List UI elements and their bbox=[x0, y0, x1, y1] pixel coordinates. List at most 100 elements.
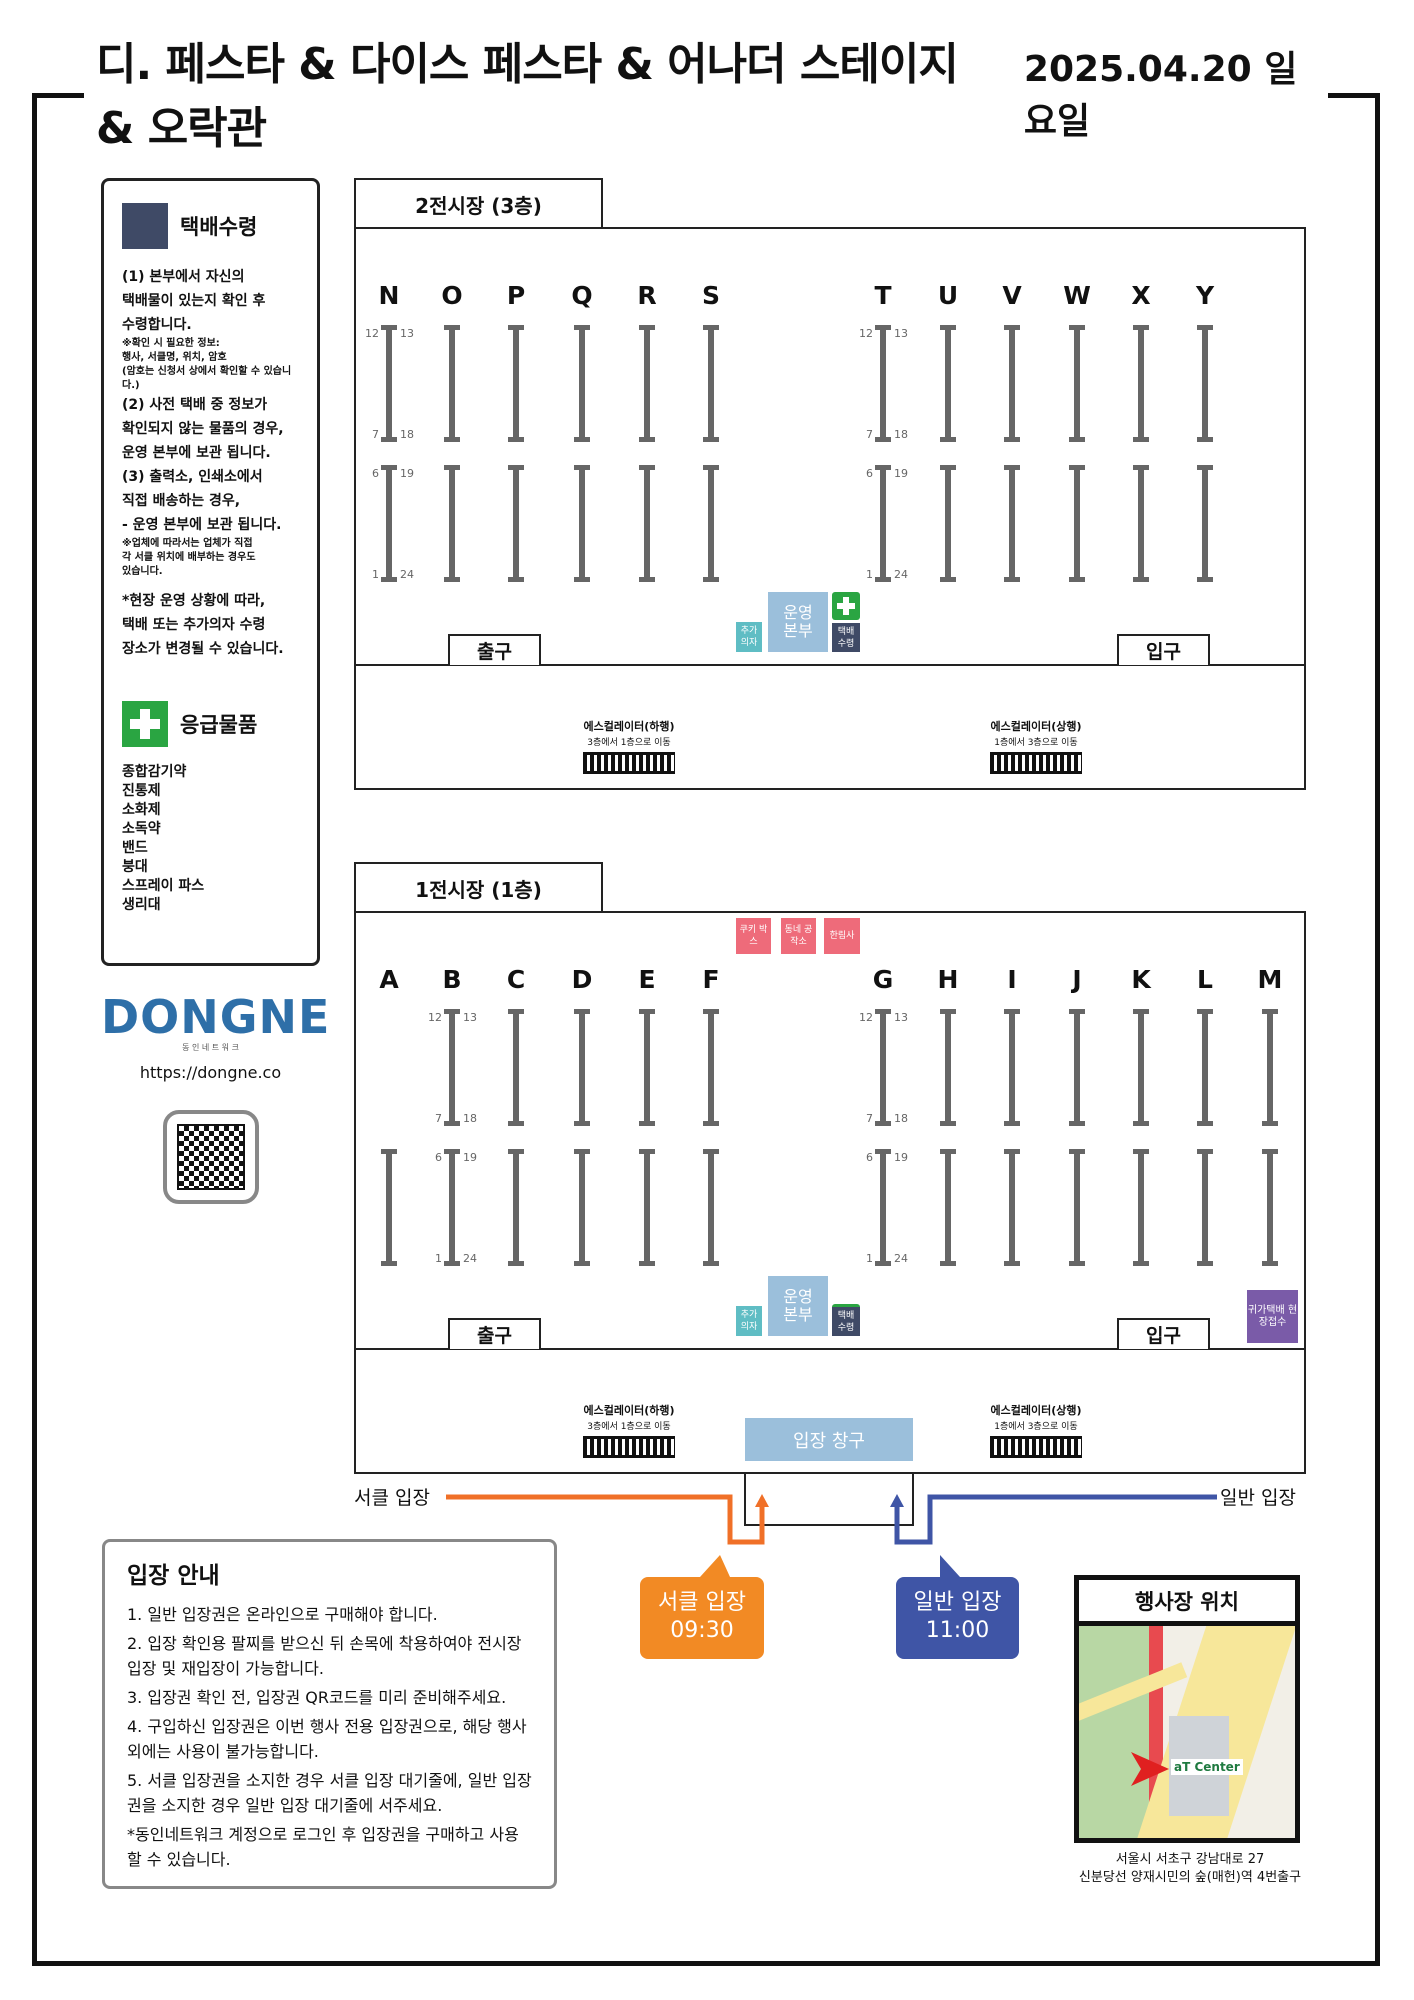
booth-row-H[interactable] bbox=[940, 1149, 956, 1266]
bar-cap bbox=[703, 1009, 719, 1014]
guide-item: 3. 입장권 확인 전, 입장권 QR코드를 미리 준비해주세요. bbox=[127, 1688, 507, 1707]
bar-cap bbox=[875, 325, 891, 330]
booth-row-U[interactable] bbox=[940, 325, 956, 442]
booth-row-N[interactable] bbox=[381, 325, 397, 442]
bar-cap bbox=[940, 1009, 956, 1014]
booth-row-L[interactable] bbox=[1197, 1149, 1213, 1266]
first-aid-icon bbox=[122, 701, 168, 747]
booth-row-E[interactable] bbox=[639, 1009, 655, 1126]
location-map[interactable]: aT Center bbox=[1079, 1626, 1295, 1838]
pickup-line: 수령합니다. bbox=[122, 317, 192, 333]
booth-row-T[interactable] bbox=[875, 325, 891, 442]
booth-row-X[interactable] bbox=[1133, 465, 1149, 582]
pickup-line: 각 서클 위치에 배부하는 경우도 bbox=[122, 552, 256, 563]
map-label: aT Center bbox=[1171, 1759, 1243, 1775]
seat-number: 7 bbox=[435, 1112, 442, 1125]
escalator-icon[interactable] bbox=[583, 752, 675, 774]
booth-row-P[interactable] bbox=[508, 325, 524, 442]
booth-row-R[interactable] bbox=[639, 465, 655, 582]
seat-number: 6 bbox=[372, 467, 379, 480]
booth-row-D[interactable] bbox=[574, 1009, 590, 1126]
booth-row-C[interactable] bbox=[508, 1009, 524, 1126]
booth-row-J[interactable] bbox=[1069, 1009, 1085, 1126]
qr-code[interactable] bbox=[163, 1110, 259, 1204]
seat-number: 18 bbox=[894, 1112, 908, 1125]
column-label-G: G bbox=[872, 965, 894, 994]
seat-number: 6 bbox=[435, 1151, 442, 1164]
exit-door[interactable]: 출구 bbox=[448, 634, 541, 665]
guide-item: *동인네트워크 계정으로 로그인 후 입장권을 구매하고 사용할 수 있습니다. bbox=[127, 1825, 519, 1869]
booth-row-O[interactable] bbox=[444, 325, 460, 442]
booth-row-C[interactable] bbox=[508, 1149, 524, 1266]
bar-cap bbox=[639, 1149, 655, 1154]
booth-row-A[interactable] bbox=[381, 1149, 397, 1266]
booth-row-B[interactable] bbox=[444, 1009, 460, 1126]
booth-row-H[interactable] bbox=[940, 1009, 956, 1126]
first-aid-item: 붕대 bbox=[122, 859, 148, 875]
booth-row-J[interactable] bbox=[1069, 1149, 1085, 1266]
bar bbox=[1074, 1009, 1080, 1126]
booth-row-Y[interactable] bbox=[1197, 465, 1213, 582]
booth-row-V[interactable] bbox=[1004, 465, 1020, 582]
booth-row-K[interactable] bbox=[1133, 1149, 1149, 1266]
escalator-icon[interactable] bbox=[583, 1436, 675, 1458]
escalator-icon[interactable] bbox=[990, 1436, 1082, 1458]
booth-row-M[interactable] bbox=[1262, 1149, 1278, 1266]
booth-row-B[interactable] bbox=[444, 1149, 460, 1266]
hall1-divider bbox=[354, 1348, 1306, 1350]
seat-number: 18 bbox=[400, 428, 414, 441]
entrance-door[interactable]: 입구 bbox=[1117, 634, 1210, 665]
bar-cap bbox=[381, 437, 397, 442]
booth-row-Q[interactable] bbox=[574, 325, 590, 442]
bar-cap bbox=[508, 325, 524, 330]
booth-row-L[interactable] bbox=[1197, 1009, 1213, 1126]
booth-row-M[interactable] bbox=[1262, 1009, 1278, 1126]
booth-row-F[interactable] bbox=[703, 1009, 719, 1126]
escalator-icon[interactable] bbox=[990, 752, 1082, 774]
booth-row-K[interactable] bbox=[1133, 1009, 1149, 1126]
booth-row-T[interactable] bbox=[875, 465, 891, 582]
seat-number: 13 bbox=[894, 327, 908, 340]
booth-row-G[interactable] bbox=[875, 1149, 891, 1266]
booth-row-S[interactable] bbox=[703, 465, 719, 582]
bar-cap bbox=[940, 465, 956, 470]
booth-row-R[interactable] bbox=[639, 325, 655, 442]
booth-row-Q[interactable] bbox=[574, 465, 590, 582]
seat-number: 6 bbox=[866, 467, 873, 480]
first-aid-item: 생리대 bbox=[122, 897, 161, 913]
booth-row-X[interactable] bbox=[1133, 325, 1149, 442]
booth-row-V[interactable] bbox=[1004, 325, 1020, 442]
booth-row-Y[interactable] bbox=[1197, 325, 1213, 442]
pickup-line: 택배물이 있는지 확인 후 bbox=[122, 293, 266, 309]
circle-entry-line bbox=[446, 1494, 765, 1545]
bar bbox=[1074, 465, 1080, 582]
booth-row-W[interactable] bbox=[1069, 465, 1085, 582]
booth-row-W[interactable] bbox=[1069, 325, 1085, 442]
seat-number: 7 bbox=[372, 428, 379, 441]
escalator-subtitle: 1층에서 3층으로 이동 bbox=[994, 738, 1078, 748]
bar-cap bbox=[574, 577, 590, 582]
pickup-line: (2) 사전 택배 중 정보가 bbox=[122, 397, 268, 413]
booth-row-S[interactable] bbox=[703, 325, 719, 442]
booth-row-F[interactable] bbox=[703, 1149, 719, 1266]
booth-row-E[interactable] bbox=[639, 1149, 655, 1266]
entrance-door[interactable]: 입구 bbox=[1117, 1318, 1210, 1349]
booth-row-D[interactable] bbox=[574, 1149, 590, 1266]
bar-cap bbox=[940, 1121, 956, 1126]
bar bbox=[1202, 1149, 1208, 1266]
exit-door[interactable]: 출구 bbox=[448, 1318, 541, 1349]
column-label-H: H bbox=[937, 965, 959, 994]
booth-row-I[interactable] bbox=[1004, 1009, 1020, 1126]
booth-row-N[interactable] bbox=[381, 465, 397, 582]
booth-row-G[interactable] bbox=[875, 1009, 891, 1126]
pickup-note-line: 장소가 변경될 수 있습니다. bbox=[122, 641, 284, 657]
website-link[interactable]: https://dongne.co bbox=[139, 1063, 282, 1082]
booth-row-U[interactable] bbox=[940, 465, 956, 582]
bar bbox=[1202, 1009, 1208, 1126]
booth-row-I[interactable] bbox=[1004, 1149, 1020, 1266]
bar bbox=[449, 1009, 455, 1126]
booth-row-O[interactable] bbox=[444, 465, 460, 582]
booth-row-P[interactable] bbox=[508, 465, 524, 582]
